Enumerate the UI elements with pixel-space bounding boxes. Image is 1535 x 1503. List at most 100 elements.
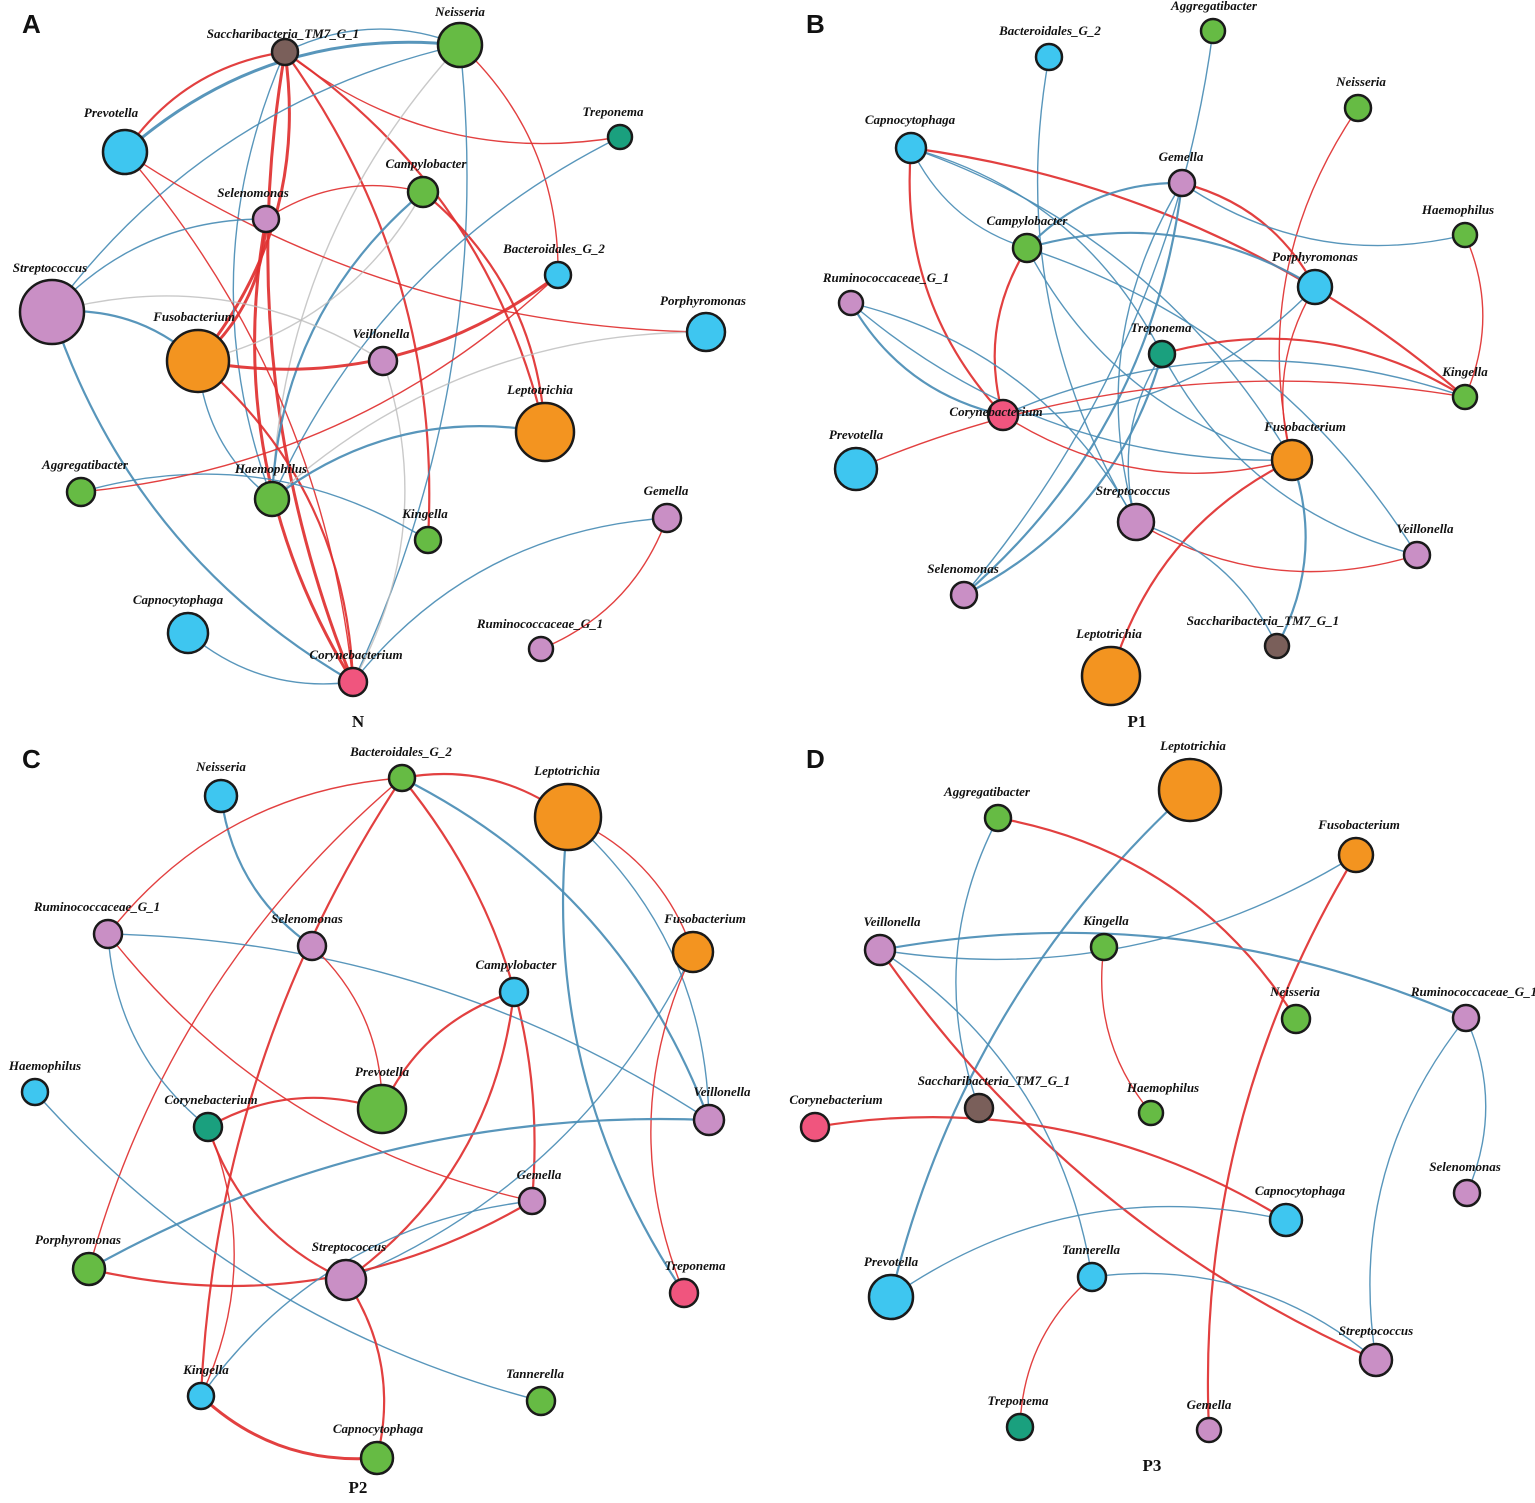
edge-bacteroidales-g-2-porphyromonas xyxy=(88,777,403,1270)
edge-selenomonas-corynebacterium xyxy=(253,218,355,683)
label-prevotella: Prevotella xyxy=(355,1064,410,1079)
edge-capnocytophaga-campylobacter xyxy=(910,147,1028,249)
node-leptotrichia xyxy=(514,401,576,463)
edge-saccharibacteria-tm7-g-1-prevotella xyxy=(124,50,286,153)
label-kingella: Kingella xyxy=(182,1362,229,1377)
edges-a xyxy=(50,28,707,685)
node-streptococcus xyxy=(324,1258,368,1302)
edge-fusobacterium-saccharibacteria-tm7-g-1 xyxy=(1276,459,1307,647)
node-kingella xyxy=(1451,383,1479,411)
panel-d: D P3 LeptotrichiaAggregatibacterFusobact… xyxy=(789,738,1535,1475)
node-prevotella xyxy=(356,1083,408,1135)
node-bacteroidales-g-2 xyxy=(387,763,417,793)
label-ruminococcaceae-g-1: Ruminococcaceae_G_1 xyxy=(33,899,160,914)
panel-letter-b: B xyxy=(806,9,825,39)
edge-tannerella-treponema xyxy=(1019,1276,1093,1428)
node-fusobacterium xyxy=(165,328,231,394)
node-neisseria xyxy=(436,21,484,69)
label-fusobacterium: Fusobacterium xyxy=(1317,817,1400,832)
edge-veillonella-ruminococcaceae-g-1 xyxy=(879,931,1467,1020)
node-kingella xyxy=(413,525,443,555)
label-corynebacterium: Corynebacterium xyxy=(164,1092,257,1107)
label-campylobacter: Campylobacter xyxy=(386,156,468,171)
node-fusobacterium xyxy=(1337,836,1375,874)
node-neisseria xyxy=(1343,93,1373,123)
panel-title-a: N xyxy=(352,712,365,731)
node-aggregatibacter xyxy=(65,476,97,508)
edge-fusobacterium-treponema xyxy=(650,951,694,1294)
edge-veillonella-tannerella xyxy=(879,949,1093,1278)
edge-aggregatibacter-bacteroidales-g-2 xyxy=(80,274,559,493)
edge-streptococcus-saccharibacteria-tm7-g-1 xyxy=(1135,521,1278,647)
edge-veillonella-streptococcus xyxy=(879,949,1377,1362)
node-gemella xyxy=(1195,1416,1223,1444)
node-haemophilus xyxy=(20,1077,50,1107)
edge-gemella-corynebacterium xyxy=(352,517,668,683)
edge-gemella-kingella xyxy=(200,1200,533,1397)
label-streptococcus: Streptococcus xyxy=(312,1239,386,1254)
label-leptotrichia: Leptotrichia xyxy=(1075,626,1142,641)
edge-gemella-ruminococcaceae-g-1 xyxy=(540,517,668,650)
edge-gemella-haemophilus xyxy=(1181,182,1466,247)
label-corynebacterium: Corynebacterium xyxy=(309,647,402,662)
edge-ruminococcaceae-g-1-gemella xyxy=(107,933,533,1202)
edges-d xyxy=(814,789,1487,1431)
edge-porphyromonas-fusobacterium xyxy=(1282,286,1316,461)
label-aggregatibacter: Aggregatibacter xyxy=(943,784,1031,799)
label-veillonella: Veillonella xyxy=(693,1084,751,1099)
edge-bacteroidales-g-2-kingella xyxy=(199,777,403,1397)
edge-campylobacter-haemophilus xyxy=(270,191,424,500)
node-aggregatibacter xyxy=(983,803,1013,833)
node-ruminococcaceae-g-1 xyxy=(837,289,865,317)
label-ruminococcaceae-g-1: Ruminococcaceae_G_1 xyxy=(476,616,603,631)
edge-saccharibacteria-tm7-g-1-haemophilus xyxy=(232,51,286,500)
edge-fusobacterium-corynebacterium xyxy=(197,360,355,683)
edge-kingella-haemophilus xyxy=(1101,946,1152,1114)
label-gemella: Gemella xyxy=(1187,1397,1232,1412)
label-corynebacterium: Corynebacterium xyxy=(789,1092,882,1107)
node-gemella xyxy=(1167,168,1197,198)
nodes-a: Saccharibacteria_TM7_G_1NeisseriaPrevote… xyxy=(13,4,746,698)
node-haemophilus xyxy=(1451,221,1479,249)
edge-corynebacterium-fusobacterium xyxy=(1002,414,1293,474)
edge-corynebacterium-capnocytophaga xyxy=(814,1116,1287,1221)
edge-leptotrichia-prevotella xyxy=(889,789,1191,1298)
label-haemophilus: Haemophilus xyxy=(8,1058,81,1073)
label-saccharibacteria-tm7-g-1: Saccharibacteria_TM7_G_1 xyxy=(1187,613,1339,628)
panel-title-c: P2 xyxy=(349,1478,368,1497)
edge-corynebacterium-kingella xyxy=(200,1126,235,1397)
node-selenomonas xyxy=(1452,1178,1482,1208)
edges-b xyxy=(850,30,1484,677)
panel-c: C P2 NeisseriaBacteroidales_G_2Leptotric… xyxy=(8,744,751,1497)
label-prevotella: Prevotella xyxy=(84,105,139,120)
label-leptotrichia: Leptotrichia xyxy=(533,763,600,778)
edge-ruminococcaceae-g-1-selenomonas xyxy=(1465,1017,1487,1194)
label-treponema: Treponema xyxy=(988,1393,1049,1408)
node-capnocytophaga xyxy=(359,1440,395,1476)
label-leptotrichia: Leptotrichia xyxy=(1159,738,1226,753)
node-streptococcus xyxy=(18,278,86,346)
edge-prevotella-corynebacterium xyxy=(124,151,354,683)
panel-letter-d: D xyxy=(806,744,825,774)
edge-tannerella-streptococcus xyxy=(1091,1272,1377,1361)
edge-veillonella-corynebacterium xyxy=(352,360,406,683)
edges-c xyxy=(34,772,711,1461)
edge-veillonella-porphyromonas xyxy=(88,1117,710,1270)
label-haemophilus: Haemophilus xyxy=(234,461,307,476)
node-treponema xyxy=(1005,1412,1035,1442)
label-bacteroidales-g-2: Bacteroidales_G_2 xyxy=(502,241,605,256)
edge-campylobacter-streptococcus xyxy=(345,991,516,1281)
label-porphyromonas: Porphyromonas xyxy=(35,1232,121,1247)
nodes-d: LeptotrichiaAggregatibacterFusobacterium… xyxy=(789,738,1535,1444)
edge-treponema-kingella xyxy=(1161,337,1466,398)
node-veillonella xyxy=(863,933,897,967)
node-veillonella xyxy=(692,1103,726,1137)
node-prevotella xyxy=(867,1273,915,1321)
edge-streptococcus-veillonella xyxy=(1135,521,1418,573)
edge-capnocytophaga-corynebacterium xyxy=(908,147,1004,416)
edge-ruminococcaceae-g-1-corynebacterium xyxy=(850,302,1004,417)
label-leptotrichia: Leptotrichia xyxy=(506,382,573,397)
node-gemella xyxy=(651,502,683,534)
edge-neisseria-selenomonas xyxy=(219,795,313,947)
